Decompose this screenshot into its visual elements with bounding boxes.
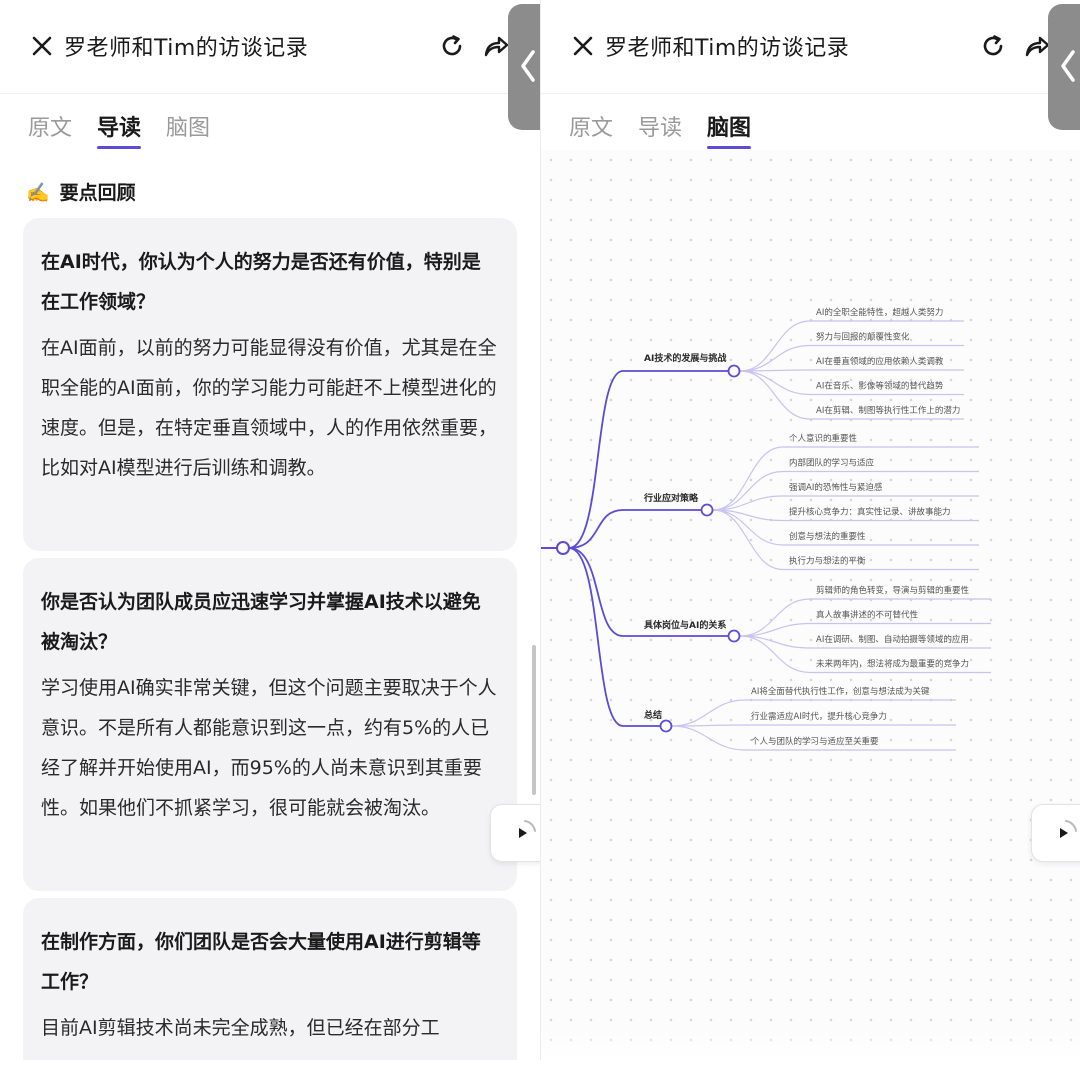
mindmap-branch-node[interactable] — [727, 364, 741, 378]
side-collapse-tab[interactable] — [508, 4, 540, 130]
answer-text: 在AI面前，以前的努力可能显得没有价值，尤其是在全职全能的AI面前，你的学习能力… — [41, 337, 498, 479]
mindmap-leaf-edge — [739, 369, 964, 372]
page-title: 罗老师和Tim的访谈记录 — [64, 36, 309, 61]
chevron-left-icon — [521, 50, 535, 82]
mindmap-leaf-label[interactable]: 剪辑师的角色转变，导演与剪辑的重要性 — [816, 585, 970, 596]
answer-text: 学习使用AI确实非常关键，但这个问题主要取决于个人意识。不是所有人都能意识到这一… — [41, 677, 497, 819]
mindmap-leaf-edge — [712, 446, 979, 511]
mindmap-root-node[interactable] — [556, 541, 570, 555]
mindmap-leaf-edge — [739, 598, 991, 637]
close-icon[interactable] — [30, 34, 54, 58]
header-bar: 罗老师和Tim的访谈记录 — [541, 0, 1080, 94]
mindmap-branch-node[interactable] — [659, 719, 673, 733]
mindmap-leaf-label[interactable]: AI在垂直领域的应用依赖人类调教 — [816, 356, 944, 367]
pen-writing-icon: ✍️ — [26, 182, 50, 204]
tab-mindmap[interactable]: 脑图 — [707, 110, 752, 149]
mindmap-branch-label[interactable]: 行业应对策略 — [643, 492, 699, 504]
tab-original[interactable]: 原文 — [28, 116, 73, 141]
mindmap-leaf-label[interactable]: AI在音乐、影像等领域的替代趋势 — [816, 381, 944, 392]
active-tab-indicator — [707, 146, 752, 149]
qa-card: 你是否认为团队成员应迅速学习并掌握AI技术以避免被淘汰？ 学习使用AI确实非常关… — [23, 558, 517, 891]
mindmap-leaf-label[interactable]: 未来两年内，想法将成为最重要的竞争力 — [816, 659, 969, 670]
mindmap-leaf-edge — [712, 509, 979, 571]
question-text: 在AI时代，你认为个人的努力是否还有价值，特别是在工作领域？ — [41, 251, 481, 313]
mindmap-panel: 罗老师和Tim的访谈记录 原文 导读 脑图 略AI技术的发展与挑战AI的全职全能… — [540, 0, 1080, 1060]
refresh-icon[interactable] — [438, 32, 466, 60]
mindmap-leaf-edge — [739, 635, 991, 674]
mindmap-leaf-edge — [739, 344, 964, 372]
close-icon[interactable] — [571, 34, 595, 58]
mindmap-branch-edge — [568, 547, 728, 637]
mindmap-branch-label[interactable]: 具体岗位与AI的关系 — [643, 619, 726, 631]
header-bar: 罗老师和Tim的访谈记录 — [0, 0, 540, 94]
mindmap-leaf-label[interactable]: 创意与想法的重要性 — [789, 531, 866, 542]
question-text: 你是否认为团队成员应迅速学习并掌握AI技术以避免被淘汰？ — [41, 591, 481, 653]
page-title: 罗老师和Tim的访谈记录 — [605, 36, 850, 61]
mindmap-leaf-edge — [739, 320, 964, 372]
mindmap-branch-node[interactable] — [700, 503, 714, 517]
tab-original[interactable]: 原文 — [569, 116, 614, 141]
mindmap-leaf-edge — [739, 635, 991, 649]
mindmap-leaf-label[interactable]: 强调AI的恐怖性与紧迫感 — [789, 482, 883, 493]
mindmap-svg[interactable]: 略AI技术的发展与挑战AI的全职全能特性，超越人类努力努力与回报的颠覆性变化AI… — [541, 150, 1080, 1060]
mindmap-leaf-label[interactable]: AI在调研、制图、自动拍摄等领域的应用 — [816, 634, 969, 645]
mindmap-leaf-edge — [671, 724, 956, 727]
mindmap-leaf-edge — [712, 470, 979, 511]
qa-card: 在制作方面，你们团队是否会大量使用AI进行剪辑等工作？ 目前AI剪辑技术尚未完全… — [23, 898, 517, 1060]
audio-play-button[interactable] — [1031, 804, 1080, 862]
mindmap-leaf-edge — [739, 622, 991, 637]
tab-guide[interactable]: 导读 — [638, 116, 683, 141]
side-collapse-tab[interactable] — [1048, 4, 1080, 130]
active-tab-indicator — [97, 146, 142, 149]
scrollbar[interactable] — [532, 645, 536, 795]
mindmap-leaf-label[interactable]: 个人与团队的学习与适应至关重要 — [751, 736, 879, 747]
mindmap-branch-edge — [568, 509, 701, 549]
share-icon[interactable] — [482, 32, 510, 60]
share-icon[interactable] — [1023, 32, 1051, 60]
reading-guide-panel: 罗老师和Tim的访谈记录 原文 导读 脑图 ✍️要点回顾 在AI时代，你认为个人… — [0, 0, 540, 1060]
tab-mindmap[interactable]: 脑图 — [166, 116, 211, 141]
section-heading: ✍️要点回顾 — [26, 182, 136, 204]
mindmap-leaf-edge — [712, 495, 979, 511]
mindmap-leaf-label[interactable]: 行业需适应AI时代，提升核心竞争力 — [751, 711, 887, 722]
question-text: 在制作方面，你们团队是否会大量使用AI进行剪辑等工作？ — [41, 931, 481, 993]
mindmap-branch-edge — [568, 547, 660, 727]
mindmap-leaf-edge — [671, 725, 956, 751]
chevron-left-icon — [1061, 50, 1075, 82]
mindmap-leaf-label[interactable]: 内部团队的学习与适应 — [789, 458, 875, 469]
mindmap-leaf-label[interactable]: 提升核心竞争力：真实性记录、讲故事能力 — [789, 507, 951, 518]
mindmap-branch-label[interactable]: 总结 — [644, 709, 662, 721]
mindmap-canvas[interactable]: 略AI技术的发展与挑战AI的全职全能特性，超越人类努力努力与回报的颠覆性变化AI… — [541, 150, 1080, 1060]
mindmap-leaf-label[interactable]: 努力与回报的颠覆性变化 — [816, 332, 910, 343]
mindmap-leaf-edge — [712, 509, 979, 546]
answer-text: 目前AI剪辑技术尚未完全成熟，但已经在部分工 — [41, 1017, 440, 1039]
play-icon — [519, 820, 536, 838]
qa-card: 在AI时代，你认为个人的努力是否还有价值，特别是在工作领域？ 在AI面前，以前的… — [23, 218, 517, 551]
mindmap-leaf-label[interactable]: AI在剪辑、制图等执行性工作上的潜力 — [816, 405, 960, 416]
mindmap-leaf-label[interactable]: 个人意识的重要性 — [789, 433, 858, 444]
refresh-icon[interactable] — [979, 32, 1007, 60]
mindmap-leaf-edge — [739, 370, 964, 396]
play-icon — [1060, 820, 1077, 838]
mindmap-leaf-label[interactable]: 真人故事讲述的不可替代性 — [816, 610, 919, 621]
tab-guide[interactable]: 导读 — [97, 110, 142, 149]
mindmap-branch-edge — [568, 370, 728, 549]
mindmap-leaf-edge — [671, 699, 956, 727]
mindmap-branch-label[interactable]: AI技术的发展与挑战 — [644, 352, 726, 364]
mindmap-leaf-label[interactable]: AI的全职全能特性，超越人类努力 — [816, 307, 943, 318]
mindmap-leaf-label[interactable]: AI将全面替代执行性工作，创意与想法成为关键 — [751, 686, 930, 697]
mindmap-leaf-edge — [712, 509, 979, 522]
audio-play-button[interactable] — [490, 804, 540, 862]
mindmap-leaf-edge — [739, 370, 964, 420]
mindmap-branch-node[interactable] — [727, 629, 741, 643]
mindmap-leaf-label[interactable]: 执行力与想法的平衡 — [789, 556, 866, 567]
